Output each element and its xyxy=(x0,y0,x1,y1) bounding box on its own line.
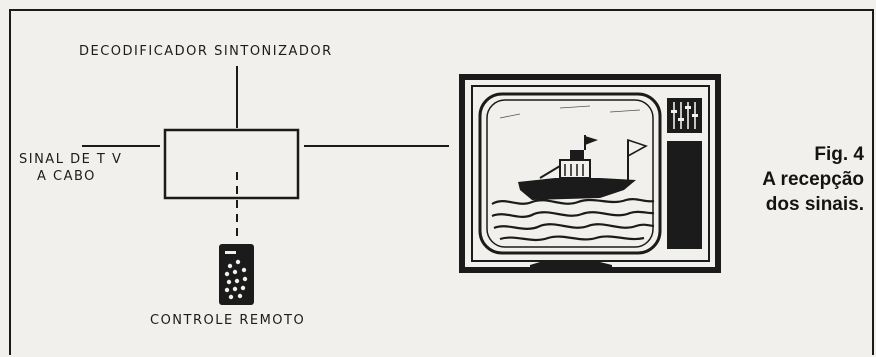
television-icon xyxy=(462,77,718,270)
decoder-label: DECODIFICADOR SINTONIZADOR xyxy=(79,44,333,59)
remote-control-icon xyxy=(219,244,254,305)
tv-base xyxy=(530,262,612,270)
caption-line-2: A recepção xyxy=(762,167,864,192)
cable-signal-label-line1: SINAL DE T V xyxy=(19,152,122,167)
decoder-box xyxy=(165,130,298,198)
remote-label: CONTROLE REMOTO xyxy=(150,313,305,328)
cable-signal-label-line2: A CABO xyxy=(37,169,96,184)
caption-line-1: Fig. 4 xyxy=(762,142,864,167)
tv-speaker-panel xyxy=(667,141,702,249)
figure-caption: Fig. 4 A recepção dos sinais. xyxy=(762,142,864,217)
caption-line-3: dos sinais. xyxy=(762,192,864,217)
